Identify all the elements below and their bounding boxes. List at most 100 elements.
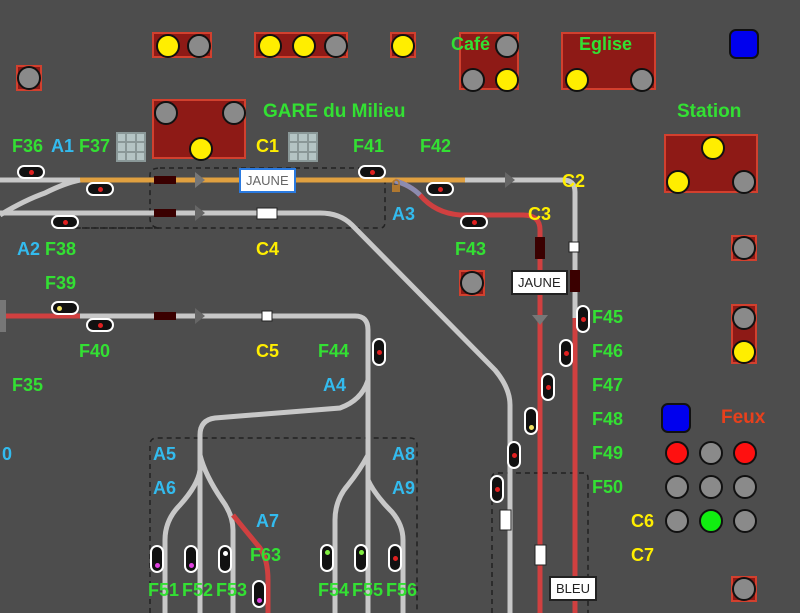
signal-f45[interactable] [576, 305, 590, 333]
lamp[interactable] [701, 136, 725, 160]
block-tag-jaune-c3[interactable]: JAUNE [511, 270, 568, 295]
lamp[interactable] [461, 68, 485, 92]
track-segment [365, 478, 406, 613]
lamp[interactable] [222, 101, 246, 125]
label-a9: A9 [392, 478, 416, 498]
lamp[interactable] [292, 34, 316, 58]
lamp-panel-left[interactable] [16, 65, 42, 91]
lamp[interactable] [732, 170, 756, 194]
label-a8: A8 [392, 444, 416, 464]
label-f49: F49 [592, 443, 624, 463]
cafe-panel[interactable] [459, 32, 519, 92]
label-c2: C2 [562, 171, 586, 191]
lamp-panel-single[interactable] [390, 32, 416, 58]
signal-f49[interactable] [507, 441, 521, 469]
label-c7: C7 [631, 545, 655, 565]
lamp[interactable] [732, 340, 756, 364]
block-marker [154, 209, 176, 217]
signal-f37[interactable] [86, 182, 114, 196]
feux-lamp[interactable] [733, 509, 757, 533]
label-c6: C6 [631, 511, 655, 531]
lamp[interactable] [189, 137, 213, 161]
track-segment [0, 177, 81, 218]
lamp-panel-triple[interactable] [254, 32, 348, 58]
signal-f48[interactable] [524, 407, 538, 435]
blue-button[interactable] [729, 29, 759, 59]
signal-f38[interactable] [51, 215, 79, 229]
lamp[interactable] [460, 271, 484, 295]
feux-lamp[interactable] [699, 441, 723, 465]
label-f54: F54 [318, 580, 350, 600]
signal-f36[interactable] [17, 165, 45, 179]
feux-lamp[interactable] [733, 441, 757, 465]
lamp-panel-pair[interactable] [152, 32, 212, 58]
track-segment [231, 513, 271, 613]
feux-lamp[interactable] [665, 475, 689, 499]
signal-f53[interactable] [218, 545, 232, 573]
lamp[interactable] [156, 34, 180, 58]
label-c5: C5 [256, 341, 280, 361]
block-tag-jaune-top[interactable]: JAUNE [239, 168, 296, 193]
lamp[interactable] [495, 34, 519, 58]
lamp-panel-mid[interactable] [459, 270, 485, 296]
lamp[interactable] [495, 68, 519, 92]
lamp[interactable] [565, 68, 589, 92]
signal-f44[interactable] [372, 338, 386, 366]
lamp[interactable] [324, 34, 348, 58]
feux-lamp[interactable] [665, 509, 689, 533]
station-panel[interactable] [664, 134, 758, 194]
label-f38: F38 [45, 239, 77, 259]
lamp[interactable] [391, 34, 415, 58]
lamp[interactable] [630, 68, 654, 92]
lamp[interactable] [17, 66, 41, 90]
label-f47: F47 [592, 375, 624, 395]
feux-label: Feux [721, 407, 766, 428]
detector [568, 241, 580, 253]
label-f42: F42 [420, 136, 452, 156]
label-a1: A1 [51, 136, 75, 156]
lamp-panel-right-pair[interactable] [731, 304, 757, 364]
eglise-panel[interactable] [561, 32, 656, 92]
lamp[interactable] [666, 170, 690, 194]
feux-lamp[interactable] [665, 441, 689, 465]
signal-f52[interactable] [184, 545, 198, 573]
block-tag-bleu[interactable]: BLEU [549, 576, 597, 601]
direction-arrow-icon [532, 315, 548, 325]
signal-f55[interactable] [354, 544, 368, 572]
detector [499, 509, 512, 531]
label-f46: F46 [592, 341, 624, 361]
track-segment [394, 178, 422, 197]
feux-blue-button[interactable] [661, 403, 691, 433]
signal-f39[interactable] [51, 301, 79, 315]
feux-lamp[interactable] [733, 475, 757, 499]
lamp[interactable] [732, 306, 756, 330]
signal-f40[interactable] [86, 318, 114, 332]
signal-f63[interactable] [252, 580, 266, 608]
signal-f41[interactable] [358, 165, 386, 179]
label-f44: F44 [318, 341, 350, 361]
signal-f46[interactable] [559, 339, 573, 367]
signal-f54[interactable] [320, 544, 334, 572]
lamp-panel-right-1[interactable] [731, 235, 757, 261]
feux-lamp[interactable] [699, 475, 723, 499]
direction-arrow-icon [195, 205, 205, 221]
signal-f51[interactable] [150, 545, 164, 573]
lamp[interactable] [187, 34, 211, 58]
signal-f47[interactable] [541, 373, 555, 401]
lamp[interactable] [732, 577, 756, 601]
direction-arrow-icon [505, 172, 515, 188]
label-a7: A7 [256, 511, 280, 531]
lamp-panel-right-2[interactable] [731, 576, 757, 602]
signal-f50[interactable] [490, 475, 504, 503]
lamp[interactable] [732, 236, 756, 260]
direction-arrow-icon [195, 172, 205, 188]
signal-f43[interactable] [460, 215, 488, 229]
label-c4: C4 [256, 239, 280, 259]
signal-f42[interactable] [426, 182, 454, 196]
gare-panel[interactable] [152, 99, 246, 161]
buffer-stop [0, 300, 6, 332]
feux-lamp[interactable] [699, 509, 723, 533]
signal-f56[interactable] [388, 544, 402, 572]
lamp[interactable] [154, 101, 178, 125]
lamp[interactable] [258, 34, 282, 58]
